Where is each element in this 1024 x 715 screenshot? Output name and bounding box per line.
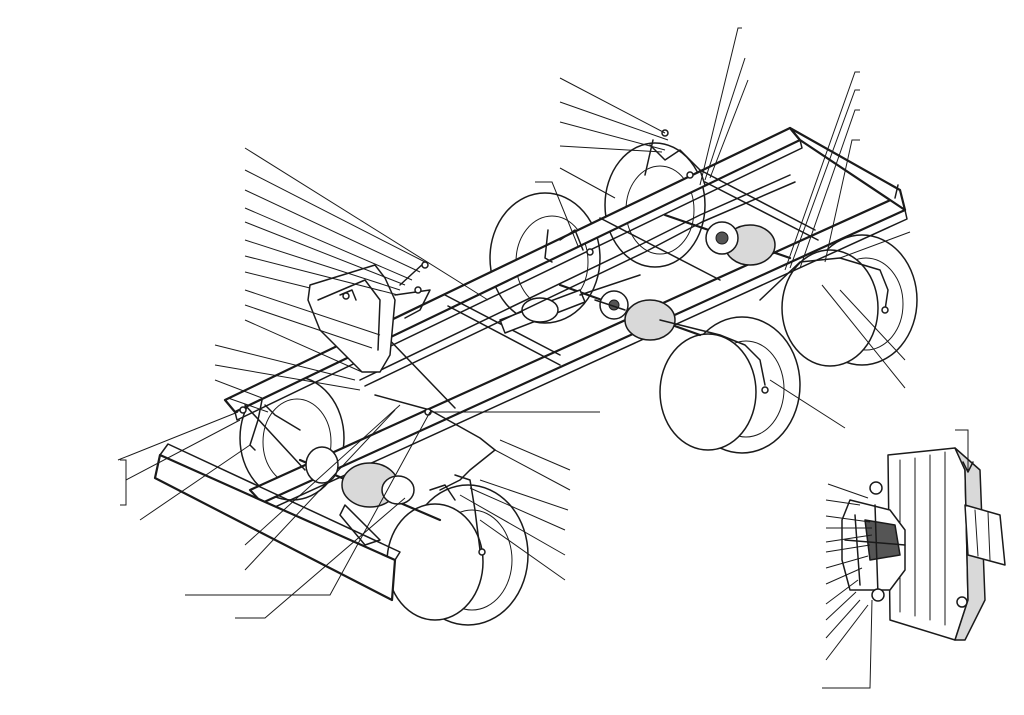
rear-axle-lower <box>558 283 702 341</box>
master-cylinder-bracket <box>307 261 431 373</box>
callout-leaders <box>117 27 911 619</box>
brake-lines <box>249 139 889 551</box>
inset-brake-detail <box>822 429 1024 715</box>
wheel-front-left-inner <box>386 503 484 621</box>
wheel-middle-left-inner <box>659 333 757 451</box>
front-axle <box>298 446 442 546</box>
wheel-rear-left-inner <box>781 249 879 367</box>
drive-shaft <box>499 274 641 334</box>
